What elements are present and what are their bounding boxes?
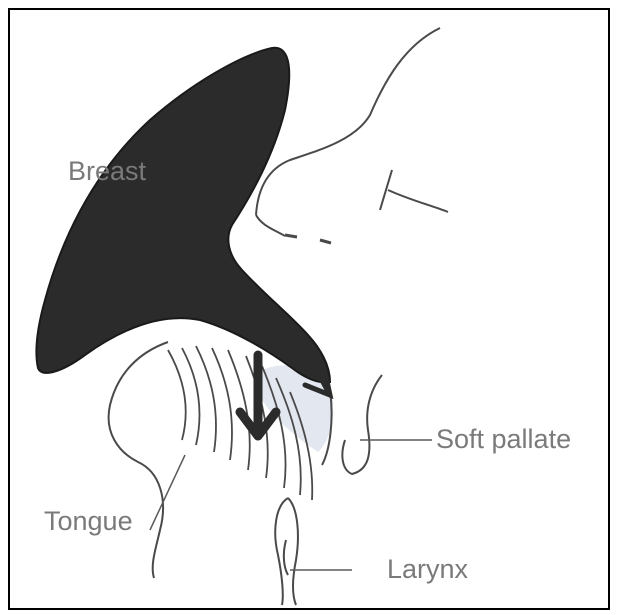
- pharynx-wall: [342, 375, 382, 474]
- baby-eye-line: [380, 170, 448, 212]
- larynx-shape: [275, 498, 298, 605]
- lower-lip-chin: [109, 342, 168, 578]
- breast-shape: [36, 48, 330, 383]
- baby-nose-dashes: [285, 235, 331, 243]
- upper-lip-line: [256, 215, 285, 236]
- label-tongue: Tongue: [44, 506, 133, 537]
- tongue-leader-line: [150, 455, 185, 530]
- label-larynx: Larynx: [387, 554, 468, 585]
- label-soft-pallate: Soft pallate: [436, 424, 571, 455]
- label-breast: Breast: [68, 156, 146, 187]
- larynx-detail: [284, 540, 288, 575]
